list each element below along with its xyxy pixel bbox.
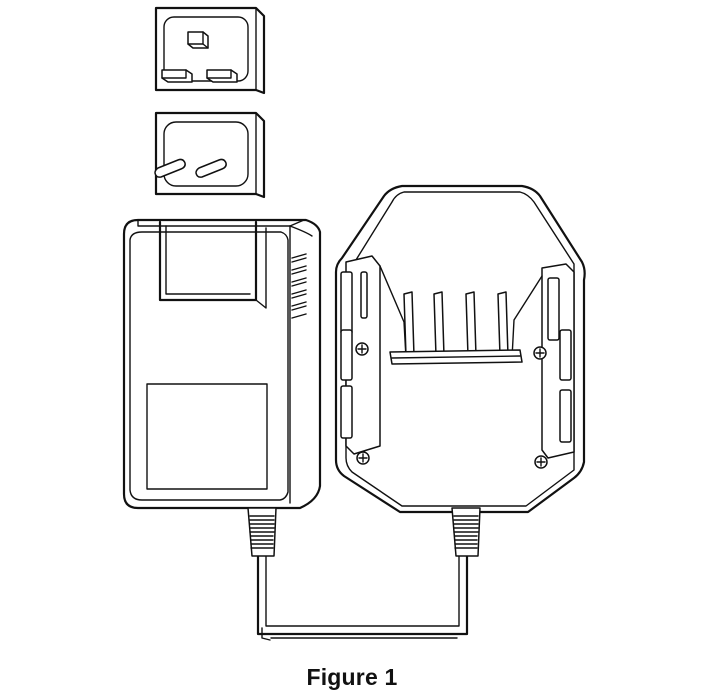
screw-icon (355, 342, 548, 469)
uk-plug-adapter (154, 6, 266, 95)
eu-plug-adapter (154, 111, 266, 199)
label-plate (146, 383, 268, 490)
connecting-cable (256, 553, 469, 641)
strain-relief-right (451, 507, 481, 557)
vent-slots-icon (291, 253, 307, 319)
contact-terminals-icon (403, 291, 509, 357)
charger-illustration (122, 6, 586, 641)
eu-plug-pins-icon (154, 158, 227, 178)
uk-plug-pins-icon (161, 31, 238, 83)
power-adapter-body (122, 218, 322, 557)
battery-charger-base (334, 184, 586, 557)
figure-caption: Figure 1 (306, 664, 398, 690)
strain-relief-left (247, 507, 277, 557)
